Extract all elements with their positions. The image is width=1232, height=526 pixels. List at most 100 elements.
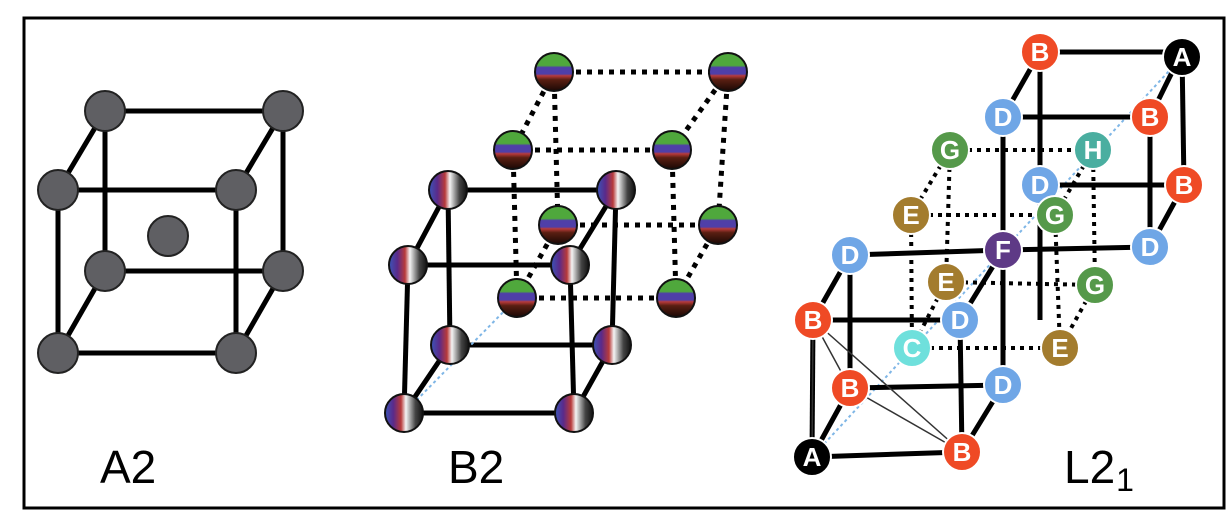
b2-dotted-edge <box>510 149 520 299</box>
l21-atom-letter: D <box>1031 170 1050 200</box>
b2-edge <box>401 264 411 414</box>
a2-corner-atom <box>215 332 257 374</box>
l21-atom-a: A <box>792 437 832 477</box>
l21-atom-d: D <box>940 300 980 340</box>
b2-banded-atom <box>493 130 533 170</box>
l21-atom-letter: D <box>1141 232 1160 262</box>
l21-atom-letter: D <box>994 370 1013 400</box>
l21-atom-d: D <box>1130 227 1170 267</box>
b2-striped-atom <box>596 170 636 210</box>
l21-label-main: L2 <box>1064 441 1116 493</box>
l21-atom-b: B <box>793 300 833 340</box>
l21-atom-letter: G <box>940 135 960 165</box>
l21-atom-a: A <box>1162 37 1202 77</box>
l21-dotted-edge <box>1053 214 1062 349</box>
l21-atom-disc <box>892 328 932 368</box>
l21-atom-d: D <box>983 97 1023 137</box>
l21-edge <box>849 247 1004 258</box>
l21-atom-letter: B <box>953 437 972 467</box>
a2-corner-atom <box>84 250 126 292</box>
l21-edge <box>849 382 1004 391</box>
l21-atom-disc <box>793 300 833 340</box>
l21-atom-letter: E <box>937 267 954 297</box>
l21-atom-letter: B <box>841 373 860 403</box>
l21-atom-e: E <box>926 262 966 302</box>
l21-atom-disc <box>1073 130 1113 170</box>
a2-corner-atom <box>84 90 126 132</box>
l21-atom-disc <box>1130 227 1170 267</box>
l21-atom-d: D <box>983 365 1023 405</box>
l21-atom-g: G <box>1075 265 1115 305</box>
l21-atom-h: H <box>1073 130 1113 170</box>
l21-atom-letter: C <box>903 333 922 363</box>
b2-edge <box>445 189 453 346</box>
b2-banded-atom <box>497 278 537 318</box>
b2-banded-atom <box>534 52 574 92</box>
l21-thin-line <box>812 319 963 453</box>
b2-banded-atom <box>708 52 748 92</box>
l21-atom-letter: A <box>803 442 822 472</box>
a2-corner-atom <box>262 250 304 292</box>
l21-thin-line <box>811 319 814 458</box>
a2-center-atom <box>147 215 189 257</box>
l21-atom-b: B <box>1020 32 1060 72</box>
l21-atom-letter: D <box>994 102 1013 132</box>
b2-striped-atom <box>430 325 470 365</box>
l21-atom-f: F <box>983 230 1023 270</box>
l21-dotted-edge <box>945 280 1096 287</box>
l21-atom-d: D <box>830 235 870 275</box>
b2-striped-atom <box>384 393 424 433</box>
b2-striped-atom <box>550 245 590 285</box>
l21-atom-disc <box>1164 165 1204 205</box>
l21-atom-letter: B <box>804 305 823 335</box>
b2-striped-atom <box>554 393 594 433</box>
l21-atom-disc <box>891 195 931 235</box>
l21-atom-letter: E <box>1051 333 1068 363</box>
l21-atom-letter: D <box>951 305 970 335</box>
l21-atom-g: G <box>930 130 970 170</box>
b2-dotted-edge <box>669 149 679 299</box>
l21-atom-disc <box>792 437 832 477</box>
l21-atom-disc <box>926 262 966 302</box>
l21-atom-disc <box>983 97 1023 137</box>
l21-atom-disc <box>830 235 870 275</box>
l21-atom-letter: B <box>1175 170 1194 200</box>
l21-atom-disc <box>983 230 1023 270</box>
b2-dotted-edge <box>551 71 561 226</box>
l21-atom-c: C <box>892 328 932 368</box>
l21-atom-letter: A <box>1173 42 1192 72</box>
a2-corner-atom <box>37 332 79 374</box>
b2-striped-atom <box>428 170 468 210</box>
figure-border <box>22 16 1226 510</box>
a2-corner-atom <box>262 90 304 132</box>
l21-atom-b: B <box>1130 97 1170 137</box>
l21-atom-letter: D <box>841 240 860 270</box>
l21-atom-disc <box>1040 328 1080 368</box>
l21-label-subscript: 1 <box>1116 462 1134 498</box>
l21-atom-disc <box>942 432 982 472</box>
a2-corner-atom <box>37 169 79 211</box>
l21-atom-disc <box>1020 32 1060 72</box>
b2-striped-atom <box>388 245 428 285</box>
l21-atom-letter: G <box>1045 200 1065 230</box>
l21-atom-disc <box>830 368 870 408</box>
l21-atom-e: E <box>1040 328 1080 368</box>
b2-banded-atom <box>538 205 578 245</box>
a2-bcc-cell <box>37 90 304 374</box>
b2-edge <box>609 189 619 346</box>
l21-dotted-edge <box>909 214 914 349</box>
b2-striped-atom <box>592 325 632 365</box>
l21-atom-disc <box>1075 265 1115 305</box>
l21-atom-letter: E <box>902 200 919 230</box>
a2-corner-atom <box>215 169 257 211</box>
l21-atom-letter: B <box>1141 102 1160 132</box>
l21-atom-letter: G <box>1085 270 1105 300</box>
l21-atom-disc <box>930 130 970 170</box>
b2-banded-atom <box>656 278 696 318</box>
l21-atom-b: B <box>1164 165 1204 205</box>
b2-edge <box>567 264 577 414</box>
l21-label: L21 <box>1064 444 1134 496</box>
b2-dotted-edge <box>715 71 731 226</box>
l21-atom-e: E <box>891 195 931 235</box>
